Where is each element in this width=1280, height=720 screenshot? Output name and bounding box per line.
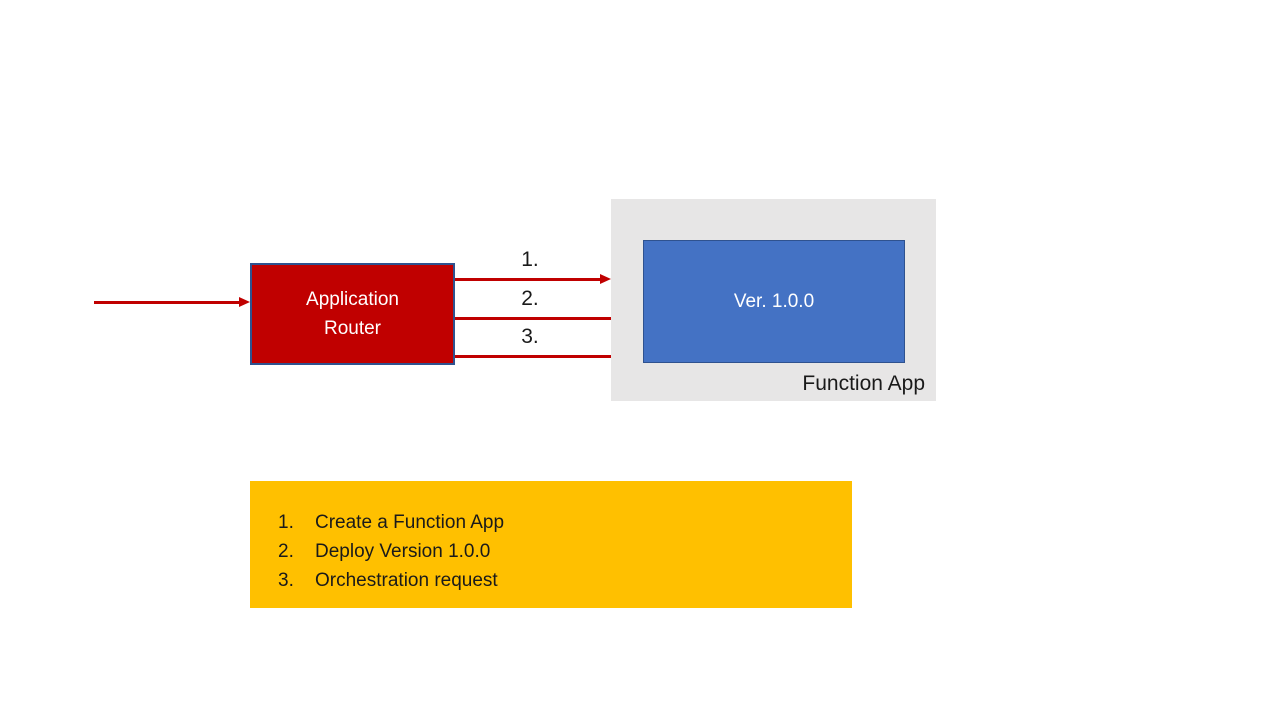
legend-item-text: Orchestration request: [315, 570, 498, 591]
arrow-shaft: [455, 277, 600, 281]
legend-item: 3. Orchestration request: [278, 566, 852, 595]
legend-item: 2. Deploy Version 1.0.0: [278, 537, 852, 566]
legend-box: 1. Create a Function App 2. Deploy Versi…: [250, 481, 852, 608]
create-function-app-arrow: [455, 274, 611, 284]
arrow-shaft: [94, 300, 239, 304]
version-label: Ver. 1.0.0: [733, 290, 815, 312]
function-app-label: Function App: [802, 372, 925, 395]
arrow-2-number: 2.: [521, 287, 539, 310]
arrowhead-icon: [600, 274, 611, 284]
legend-item: 1. Create a Function App: [278, 508, 852, 537]
legend-item-number: 2.: [278, 541, 294, 562]
arrow-1-number: 1.: [521, 248, 539, 271]
arrowhead-icon: [239, 297, 250, 307]
application-router-box: Application Router: [250, 263, 455, 365]
arrow-shaft: [455, 354, 632, 358]
legend-item-text: Create a Function App: [315, 512, 505, 533]
legend-item-number: 1.: [278, 512, 294, 533]
legend-item-number: 3.: [278, 570, 294, 591]
arrow-3-number: 3.: [521, 325, 539, 348]
arrow-shaft: [455, 316, 632, 320]
legend-item-text: Deploy Version 1.0.0: [315, 541, 491, 562]
function-app-container: Ver. 1.0.0 Function App: [611, 199, 936, 401]
version-box: Ver. 1.0.0: [643, 240, 905, 363]
application-router-label: Application Router: [306, 289, 399, 339]
incoming-request-arrow: [94, 297, 250, 307]
